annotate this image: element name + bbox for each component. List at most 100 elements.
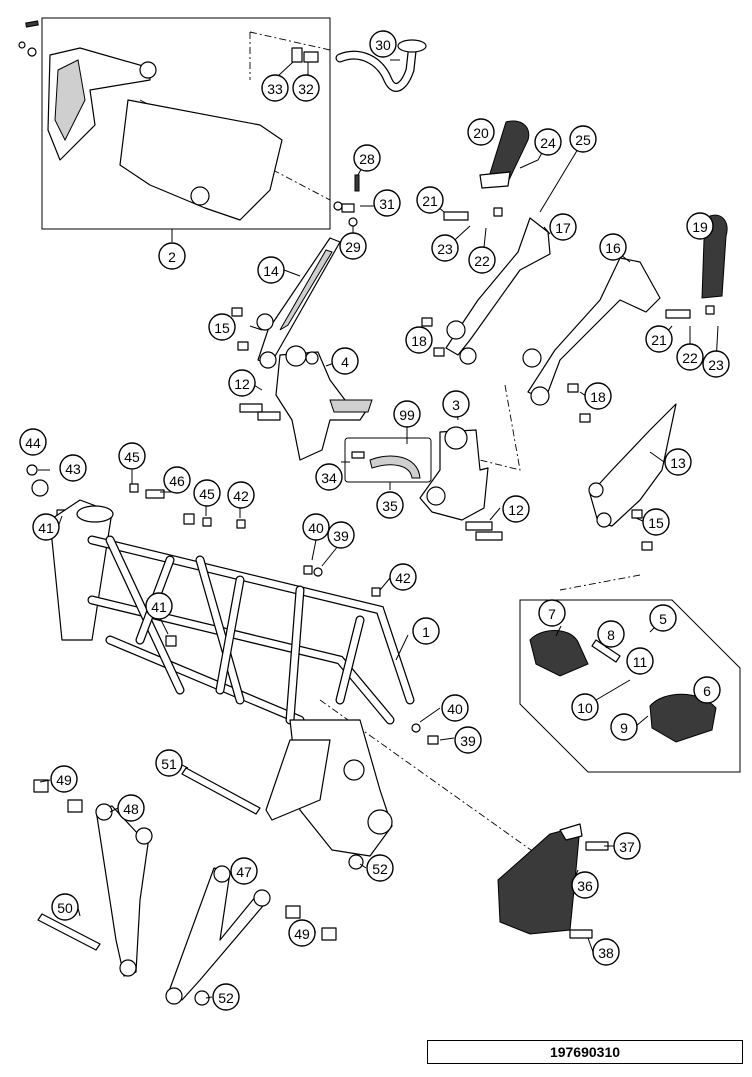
- callout-31: 31: [373, 189, 401, 217]
- callout-1: 1: [412, 617, 440, 645]
- callout-circle: [676, 343, 704, 371]
- callout-circle: [431, 234, 459, 262]
- callout-label: 14: [263, 263, 279, 279]
- callout-circle: [376, 491, 404, 519]
- callout-21-2: 21: [645, 325, 673, 353]
- callout-circle: [686, 212, 714, 240]
- callout-label: 42: [395, 570, 411, 586]
- group-box-99: [344, 437, 432, 483]
- callout-circle: [441, 694, 469, 722]
- callout-label: 36: [577, 878, 593, 894]
- callout-label: 33: [267, 81, 283, 97]
- callout-circle: [32, 513, 60, 541]
- callout-label: 43: [65, 461, 81, 477]
- part-8-pin: [591, 639, 621, 663]
- callout-circle: [393, 400, 421, 428]
- callout-label: 7: [548, 606, 556, 622]
- callout-38: 38: [592, 938, 620, 966]
- callout-circle: [118, 442, 146, 470]
- callout-52-2: 52: [212, 983, 240, 1011]
- part-1-frame: [49, 499, 415, 857]
- callout-49-2: 49: [288, 919, 316, 947]
- callout-circle: [534, 128, 562, 156]
- callout-circle: [212, 983, 240, 1011]
- callout-label: 48: [123, 801, 139, 817]
- callout-label: 21: [651, 332, 667, 348]
- callout-43: 43: [59, 454, 87, 482]
- callout-label: 49: [56, 772, 72, 788]
- callout-label: 38: [598, 945, 614, 961]
- callout-44: 44: [19, 428, 47, 456]
- callout-21: 21: [416, 186, 444, 214]
- callout-circle: [442, 390, 470, 418]
- callout-36: 36: [571, 871, 599, 899]
- callout-label: 6: [703, 683, 711, 699]
- callout-20: 20: [467, 118, 495, 146]
- callout-13: 13: [664, 448, 692, 476]
- callout-circle: [592, 938, 620, 966]
- callout-47: 47: [230, 857, 258, 885]
- part-4-bracket: [275, 345, 373, 461]
- callout-34: 34: [315, 463, 343, 491]
- callout-circle: [369, 30, 397, 58]
- callout-28: 28: [353, 144, 381, 172]
- callout-circle: [288, 919, 316, 947]
- callout-42: 42: [389, 563, 417, 591]
- callout-circle: [261, 74, 289, 102]
- callout-label: 22: [682, 350, 698, 366]
- callout-5: 5: [649, 604, 677, 632]
- callout-label: 18: [590, 389, 606, 405]
- callout-label: 20: [473, 125, 489, 141]
- callout-12: 12: [228, 369, 256, 397]
- callout-circle: [664, 448, 692, 476]
- callout-circle: [292, 74, 320, 102]
- callout-circle: [571, 693, 599, 721]
- callout-label: 19: [692, 219, 708, 235]
- callout-16: 16: [599, 233, 627, 261]
- callout-circle: [193, 479, 221, 507]
- callout-label: 46: [169, 473, 185, 489]
- callout-label: 25: [575, 132, 591, 148]
- callout-label: 17: [555, 220, 571, 236]
- callout-label: 8: [607, 627, 615, 643]
- callout-circle: [613, 832, 641, 860]
- callout-circle: [467, 118, 495, 146]
- callout-7: 7: [538, 599, 566, 627]
- group-box-5: [519, 599, 741, 773]
- callout-40: 40: [441, 694, 469, 722]
- callout-label: 41: [38, 520, 54, 536]
- callout-3: 3: [442, 390, 470, 418]
- callout-circle: [339, 232, 367, 260]
- part-48-strut: [95, 803, 153, 977]
- callout-label: 24: [540, 135, 556, 151]
- callout-circle: [649, 604, 677, 632]
- callout-22: 22: [468, 246, 496, 274]
- callout-label: 44: [25, 435, 41, 451]
- callout-label: 10: [577, 700, 593, 716]
- callout-label: 49: [294, 926, 310, 942]
- callout-label: 45: [124, 449, 140, 465]
- callout-42-2: 42: [227, 481, 255, 509]
- callout-label: 30: [375, 37, 391, 53]
- callout-label: 41: [151, 599, 167, 615]
- part-50-long-bolt: [37, 913, 101, 951]
- callout-circle: [454, 726, 482, 754]
- callout-label: 11: [633, 654, 648, 670]
- callout-label: 42: [233, 488, 249, 504]
- callout-24: 24: [534, 128, 562, 156]
- callout-circle: [315, 463, 343, 491]
- callout-circle: [51, 893, 79, 921]
- callout-circle: [117, 794, 145, 822]
- callout-51: 51: [155, 749, 183, 777]
- callout-circle: [693, 676, 721, 704]
- callout-label: 40: [308, 520, 324, 536]
- callout-46: 46: [163, 466, 191, 494]
- callout-label: 34: [321, 470, 337, 486]
- callout-label: 23: [437, 241, 453, 257]
- callout-circle: [642, 508, 670, 536]
- callout-4: 4: [331, 347, 359, 375]
- callout-label: 52: [372, 861, 388, 877]
- callout-circle: [416, 186, 444, 214]
- callout-label: 29: [345, 239, 361, 255]
- callout-circle: [584, 382, 612, 410]
